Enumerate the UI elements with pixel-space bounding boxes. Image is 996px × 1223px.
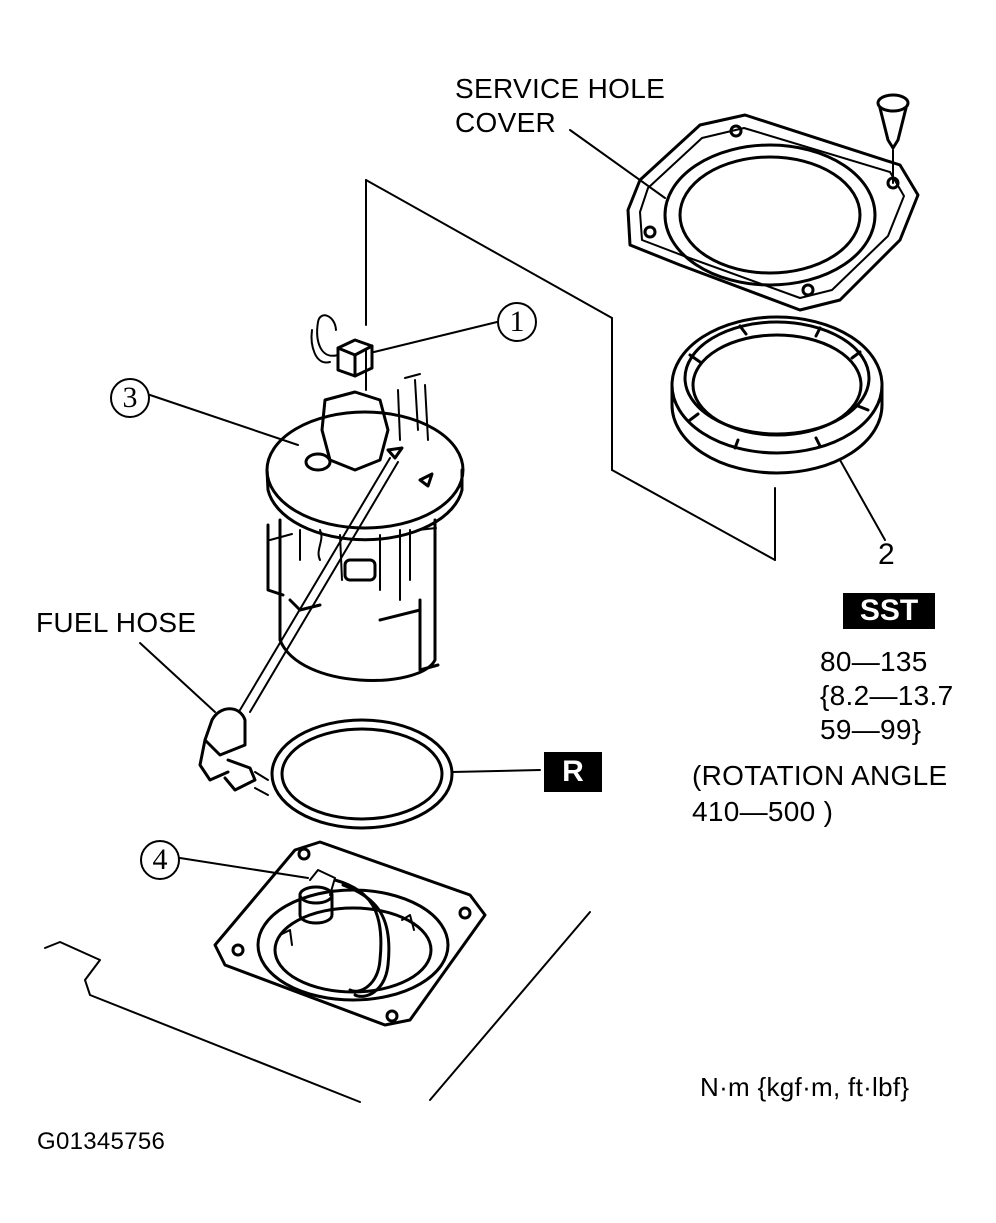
floor-panel — [44, 911, 591, 1103]
fuel-pump-unit — [265, 373, 465, 682]
rotation-line1: (ROTATION ANGLE — [692, 760, 948, 791]
service-hole-cover-leader — [569, 129, 666, 199]
rotation-line2: 410—500 ) — [692, 796, 834, 827]
lock-ring — [670, 315, 884, 475]
screw — [876, 93, 910, 184]
r-badge: R — [544, 752, 602, 792]
figure-id: G01345756 — [37, 1128, 166, 1155]
torque-spec: 80—135 {8.2—13.7 59—99} — [820, 645, 953, 747]
gasket — [270, 718, 454, 830]
units-label: N·m {kgf·m, ft·lbf} — [700, 1072, 910, 1102]
pump-leader — [149, 394, 299, 446]
torque-line3: 59—99} — [820, 714, 922, 745]
gasket-leader — [451, 769, 541, 773]
alignment-lines — [365, 179, 776, 561]
service-hole-cover — [626, 113, 920, 312]
fuel-hose — [198, 707, 269, 796]
fuel-hose-label: FUEL HOSE — [36, 607, 197, 638]
tank-opening — [213, 840, 487, 1027]
connector — [310, 314, 374, 378]
callout-2: 2 — [878, 538, 895, 571]
lock-ring-leader — [839, 459, 886, 541]
torque-line1: 80—135 — [820, 646, 928, 677]
service-hole-cover-line1: SERVICE HOLE — [455, 73, 666, 104]
callout-3: 3 — [110, 378, 150, 418]
tank-leader — [179, 857, 309, 879]
torque-line2: {8.2—13.7 — [820, 680, 954, 711]
service-hole-cover-label: SERVICE HOLE COVER — [455, 72, 665, 140]
service-hole-cover-line2: COVER — [455, 107, 557, 138]
callout-1: 1 — [497, 302, 537, 342]
rotation-angle: (ROTATION ANGLE 410—500 ) — [692, 758, 948, 830]
callout-4: 4 — [140, 840, 180, 880]
pump-outlet-line — [239, 457, 399, 713]
sst-badge: SST — [843, 593, 935, 629]
fuel-hose-leader — [139, 642, 216, 713]
connector-leader — [373, 321, 498, 353]
